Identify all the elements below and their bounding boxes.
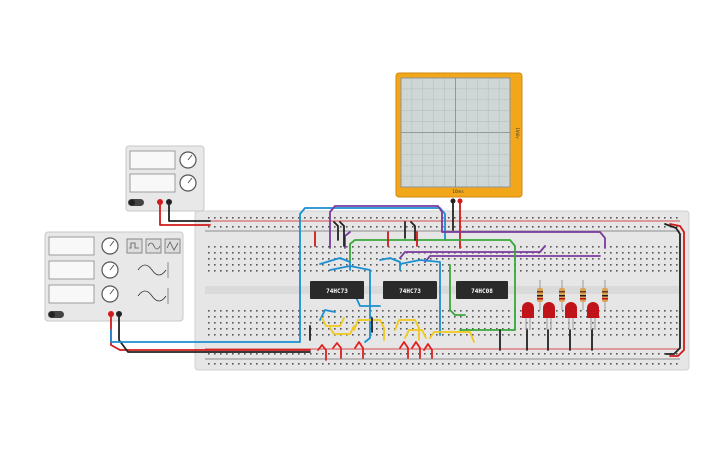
triangle-wave-icon[interactable] [164,238,181,254]
resistor-2[interactable] [559,280,565,310]
resistor-3[interactable] [580,280,586,310]
led-4[interactable] [587,302,599,330]
positive-terminal[interactable] [157,199,163,205]
wire-blue-clock-2[interactable] [399,259,441,336]
wire-gen-negative[interactable] [118,316,311,353]
wire-yellow-1[interactable] [321,317,345,327]
wire-clock-signal[interactable] [110,324,301,343]
frequency-display [48,236,95,256]
wire-green[interactable] [349,239,516,331]
led-1[interactable] [522,302,534,330]
wire-rail-bridge-red[interactable] [669,223,685,357]
wire-red-low-1[interactable] [317,344,327,361]
square-wave-icon[interactable] [126,238,143,254]
chip-label: 74HC08 [471,288,493,295]
led-3[interactable] [565,302,577,330]
wire-scope-blue[interactable] [299,207,446,326]
wires[interactable] [110,202,685,361]
wire-yellow-3[interactable] [429,331,475,343]
wire-yellow-2[interactable] [394,319,420,341]
resistor-1[interactable] [537,280,543,310]
scope-probe-negative[interactable] [450,198,456,204]
amplitude-display [48,260,95,280]
scope-volt-label: 1Vdiv [515,127,520,139]
resistor-4[interactable] [602,280,608,310]
wire-purple-2[interactable] [399,245,546,259]
breadboard[interactable] [194,210,690,371]
wire-rail-bridge-black[interactable] [664,223,681,355]
scope-probe-positive[interactable] [457,198,463,204]
voltage-display [129,150,176,170]
negative-terminal[interactable] [166,199,172,205]
wire-black-jumper-1[interactable] [333,221,339,241]
sine-amplitude-diagram [137,264,167,276]
sine-offset-diagram [137,290,167,302]
chip-label: 74HC73 [326,288,348,295]
generator-negative-terminal[interactable] [116,311,122,317]
chip-74hc08[interactable]: 74HC08 [456,281,508,299]
function-generator[interactable] [44,231,184,322]
chip-74hc73-b[interactable]: 74HC73 [383,281,437,299]
resistors[interactable] [537,280,608,310]
scope-time-label: 10ms [452,189,463,194]
current-display [129,173,176,193]
wire-red-low-2[interactable] [399,341,409,359]
led-2[interactable] [543,302,555,330]
offset-display [48,284,95,304]
generator-positive-terminal[interactable] [108,311,114,317]
chip-74hc73-a[interactable]: 74HC73 [310,281,364,299]
oscilloscope[interactable]: 10ms 1Vdiv [395,72,523,204]
leds[interactable] [522,302,599,330]
wire-supply-positive[interactable] [159,204,211,226]
dc-power-supply[interactable] [125,145,205,212]
wire-blue-clock-1[interactable] [329,265,371,343]
wire-purple-1[interactable] [329,205,606,249]
sine-wave-icon[interactable] [145,238,162,254]
chip-label: 74HC73 [399,288,421,295]
wire-supply-negative[interactable] [168,204,211,222]
